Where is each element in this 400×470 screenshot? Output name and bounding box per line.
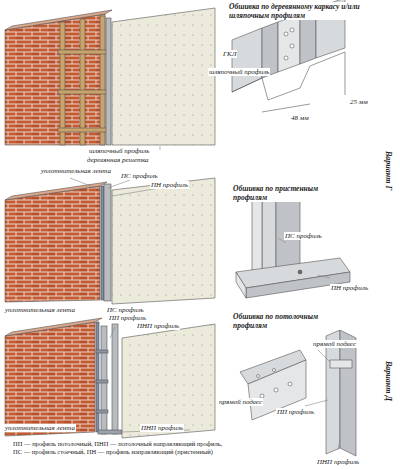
part-label: уплотнительная лента — [40, 167, 112, 175]
part-label: прямой подвес — [312, 340, 357, 348]
legend-note: ПС — профиль стоечный, ПН — профиль напр… — [12, 448, 214, 456]
section-heading: Обшивка по пристенным профилям — [232, 184, 344, 202]
part-label: прямой подвес — [218, 398, 263, 406]
part-label: шляпочный профиль — [88, 147, 150, 155]
section-heading: Обшивка по деревянному каркасу и/или шля… — [228, 2, 380, 20]
part-label: ПН профиль — [330, 284, 369, 292]
part-label: ГКЛ — [222, 50, 237, 58]
part-label: ПНП профиль — [316, 458, 360, 466]
part-label: уплотнительная лента — [4, 424, 76, 432]
part-label: ПС профиль — [120, 172, 159, 180]
legend-note: ПП — профиль потолочный, ПНП — потолочны… — [12, 440, 223, 448]
part-label: уплотнительная лента — [4, 306, 76, 314]
section-heading: Обшивка по потолочным профилям — [232, 312, 344, 330]
part-label: деревянная решетка — [86, 156, 150, 164]
part-label: ПС профиль — [106, 306, 145, 314]
part-label: ПП профиль — [276, 408, 315, 416]
part-label: ПП профиль — [108, 314, 147, 322]
part-label: ПНП профиль — [136, 322, 180, 330]
part-label: 25 мм — [349, 98, 369, 106]
variant-label: Вариант Г — [384, 150, 392, 191]
part-label: ПНП профиль — [140, 424, 184, 432]
part-label: шляпочный профиль — [208, 68, 270, 76]
part-label: 48 мм — [290, 114, 310, 122]
part-label: ПС профиль — [284, 232, 323, 240]
part-label: ПН профиль — [150, 181, 189, 189]
variant-label: Вариант Д — [384, 360, 392, 402]
